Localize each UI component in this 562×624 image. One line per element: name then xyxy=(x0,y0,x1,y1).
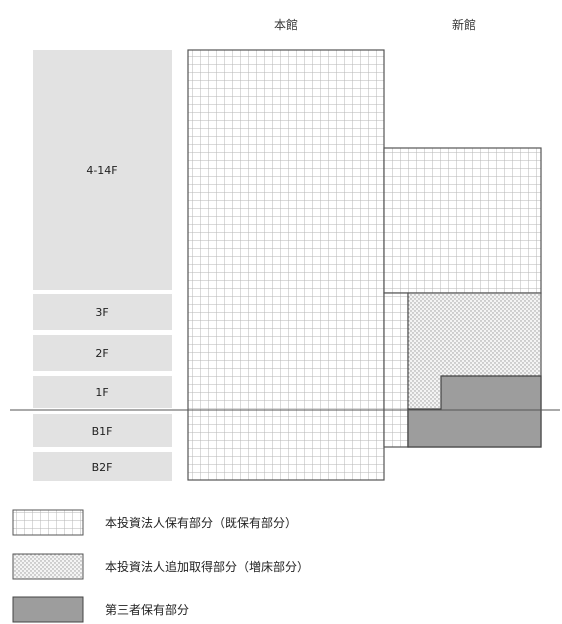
legend-existing: 本投資法人保有部分（既保有部分） xyxy=(12,509,297,536)
new-building-third-party-area xyxy=(407,375,542,448)
legend-third-party-swatch xyxy=(12,596,84,623)
floor-b2: B2F xyxy=(33,452,172,481)
new-building-label: 新館 xyxy=(452,17,476,32)
main-building-existing-area xyxy=(187,49,385,481)
floor-label-b2: B2F xyxy=(92,461,113,474)
floor-label-2: 2F xyxy=(95,347,108,360)
legend-additional: 本投資法人追加取得部分（増床部分） xyxy=(12,553,309,580)
floor-label-3: 3F xyxy=(95,306,108,319)
floor-label-b1: B1F xyxy=(92,425,113,438)
main-building-label: 本館 xyxy=(274,17,298,32)
legend-third-party: 第三者保有部分 xyxy=(12,596,189,623)
floor-1: 1F xyxy=(33,376,172,408)
floor-label-1: 1F xyxy=(95,386,108,399)
floor-3: 3F xyxy=(33,294,172,330)
legend-additional-label: 本投資法人追加取得部分（増床部分） xyxy=(105,559,309,574)
new-building-existing-strip xyxy=(383,292,409,448)
legend-existing-swatch xyxy=(12,509,84,536)
floor-b1: B1F xyxy=(33,414,172,447)
new-building-existing-area xyxy=(383,147,542,294)
legend-third-party-label: 第三者保有部分 xyxy=(105,602,189,617)
floor-2: 2F xyxy=(33,335,172,371)
legend-existing-label: 本投資法人保有部分（既保有部分） xyxy=(105,515,297,530)
legend-additional-swatch xyxy=(12,553,84,580)
floor-label-4-14: 4-14F xyxy=(86,164,117,177)
floor-4-14: 4-14F xyxy=(33,50,172,290)
